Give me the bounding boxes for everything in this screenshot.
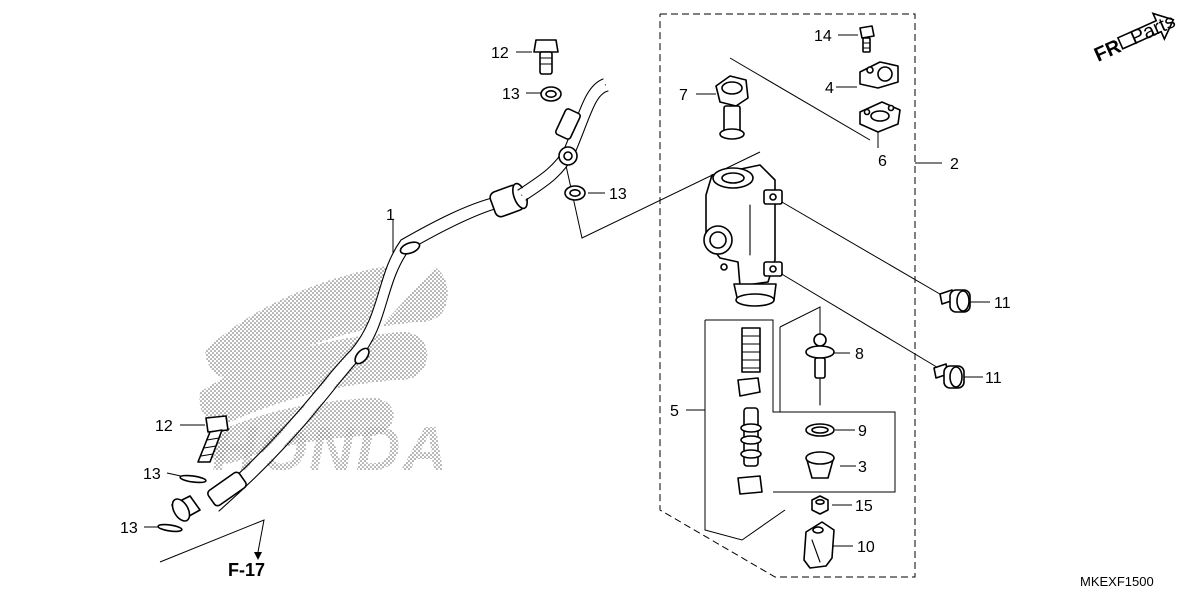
- corner-watermark-text: Parts: [1127, 10, 1179, 49]
- callout-10: 10: [857, 539, 875, 556]
- front-indicator-label: FR: [1091, 35, 1125, 66]
- front-indicator: FR Parts: [1091, 10, 1179, 66]
- callout-labels: 1 2 3 4 5 6 7 8 9 10 11 11 12 12 13 13 1…: [120, 28, 1011, 556]
- front-arrow-icon: [1116, 12, 1175, 50]
- callout-3: 3: [858, 459, 867, 476]
- callout-13-middle: 13: [609, 186, 627, 203]
- master-cylinder-body: [703, 164, 783, 307]
- callout-1: 1: [386, 207, 395, 224]
- push-rod-joint: [803, 521, 835, 569]
- callout-14: 14: [814, 28, 832, 45]
- lower-banjo-bolt: [197, 415, 229, 463]
- mounting-bolt-lower: [933, 363, 965, 389]
- callout-5: 5: [670, 403, 679, 420]
- callout-15: 15: [855, 498, 873, 515]
- callout-13-lower-a: 13: [143, 466, 161, 483]
- callout-11-upper: 11: [994, 295, 1011, 312]
- callout-9: 9: [858, 423, 867, 440]
- page-reference: F-17: [228, 560, 265, 580]
- callout-7: 7: [679, 87, 688, 104]
- lock-nut: [811, 495, 829, 515]
- circlip: [805, 423, 835, 437]
- reservoir-joint: [715, 75, 749, 140]
- cover-screw: [859, 25, 875, 53]
- push-rod: [805, 333, 835, 406]
- callout-2: 2: [950, 156, 959, 173]
- brake-hose: [171, 78, 609, 522]
- callout-12-upper: 12: [491, 45, 509, 62]
- callout-4: 4: [825, 80, 834, 97]
- callout-12-lower: 12: [155, 418, 173, 435]
- upper-banjo-bolt: [533, 39, 559, 75]
- reservoir-diaphragm: [859, 101, 901, 133]
- brand-watermark: HONDA: [199, 262, 448, 484]
- callout-11-lower: 11: [985, 370, 1002, 387]
- upper-sealing-washer-hole: [545, 90, 557, 99]
- assembly-frame: [659, 13, 916, 578]
- mounting-bolt-upper: [939, 289, 971, 313]
- lower-sealing-washer-b: [157, 523, 183, 533]
- piston-set: [737, 327, 763, 495]
- lower-sealing-washer-a: [179, 474, 207, 484]
- callout-13-lower-b: 13: [120, 520, 138, 537]
- middle-sealing-washer-hole: [569, 189, 581, 198]
- callout-13-upper: 13: [502, 86, 520, 103]
- reservoir-cover: [859, 61, 899, 89]
- diagram-code: MKEXF1500: [1080, 574, 1154, 589]
- callout-6: 6: [878, 153, 887, 170]
- rubber-boot: [805, 451, 835, 479]
- callout-8: 8: [855, 346, 864, 363]
